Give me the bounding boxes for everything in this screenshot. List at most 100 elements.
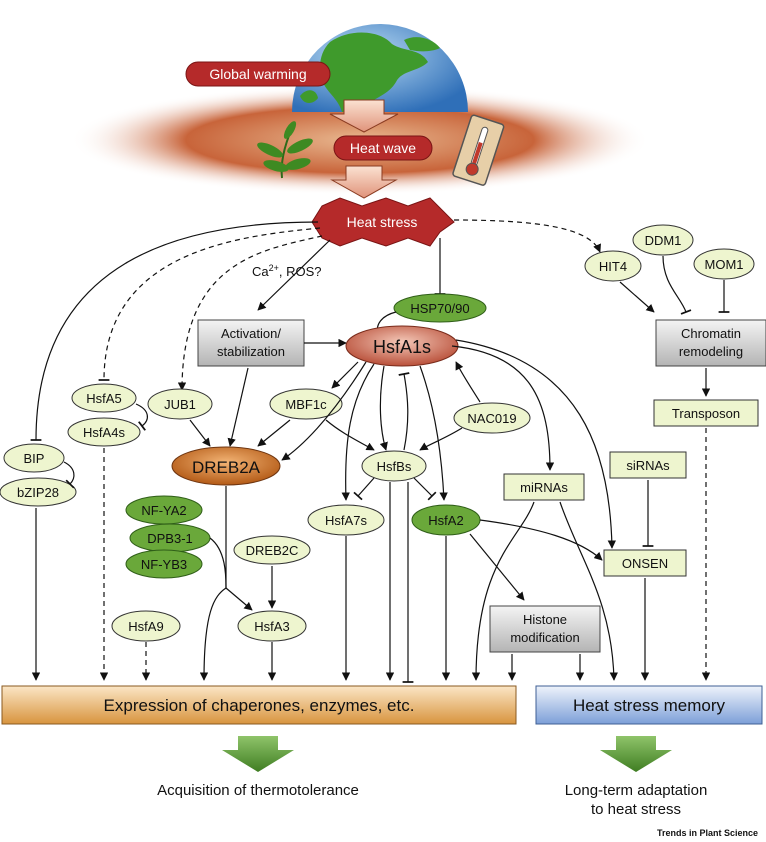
green-down-arrow-icon (600, 736, 672, 772)
edge-mbf1c-dreb2a (257, 419, 291, 447)
edge-heatstress-dreb2a (177, 235, 323, 391)
dpb3-1-node: DPB3-1 (129, 523, 211, 553)
edge-hsfa1s-mbf1c (331, 361, 359, 389)
svg-text:HsfA3: HsfA3 (254, 619, 289, 634)
bip-node: BIP (3, 443, 65, 473)
signals-label: Ca2+, ROS? (252, 263, 322, 279)
ddm1-node: DDM1 (632, 224, 694, 256)
hsfa1s-node: HsfA1s (345, 325, 459, 367)
svg-text:HsfA5: HsfA5 (86, 391, 121, 406)
svg-text:ONSEN: ONSEN (622, 556, 668, 571)
svg-text:HsfA7s: HsfA7s (325, 513, 367, 528)
edge-hsfa5-hsfa4s (135, 403, 148, 431)
svg-text:NF-YA2: NF-YA2 (141, 503, 186, 518)
edge-hit4-chromatin (619, 281, 655, 313)
svg-text:HsfA2: HsfA2 (428, 513, 463, 528)
edge-hsfa1s-onsen (455, 339, 617, 549)
svg-text:Heat wave: Heat wave (350, 140, 416, 156)
hsfbs-node: HsfBs (361, 450, 427, 482)
histone-modification-box: Histone modification (489, 605, 601, 653)
edge-hsfa1s-hsfa7s (341, 363, 375, 501)
hsfa7s-node: HsfA7s (307, 504, 385, 536)
svg-text:HSP70/90: HSP70/90 (410, 301, 469, 316)
hsfa2-node: HsfA2 (411, 504, 481, 536)
edge-hsfa1s-hsfa2 (419, 365, 448, 501)
edge-dreb2a-hsfa3 (225, 587, 253, 611)
svg-text:HsfA9: HsfA9 (128, 619, 163, 634)
hsfa3-node: HsfA3 (237, 610, 307, 642)
sirnas-box: siRNAs (609, 451, 687, 479)
green-down-arrow-icon (222, 736, 294, 772)
svg-text:Global warming: Global warming (209, 66, 306, 82)
adaptation-label-line1: Long-term adaptation (565, 782, 708, 799)
edge-hsfa1s-dreb2a (281, 361, 367, 461)
svg-text:DREB2C: DREB2C (246, 543, 299, 558)
svg-text:Transposon: Transposon (672, 406, 740, 421)
edge-hsfbs-hsfa1s (398, 372, 410, 451)
thermotolerance-label: Acquisition of thermotolerance (157, 782, 359, 799)
heat-wave-label: Heat wave (333, 135, 433, 161)
dreb2a-node: DREB2A (171, 446, 281, 486)
hsfa4s-node: HsfA4s (67, 417, 141, 447)
hit4-node: HIT4 (584, 250, 642, 282)
svg-text:MOM1: MOM1 (705, 257, 744, 272)
svg-text:BIP: BIP (24, 451, 45, 466)
svg-text:Heat stress: Heat stress (347, 214, 418, 230)
activation-stabilization-box: Activation/ stabilization (197, 319, 305, 367)
edge-hsfbs-hsfa7s (353, 477, 375, 501)
svg-text:Heat stress memory: Heat stress memory (573, 696, 726, 715)
hsfa5-node: HsfA5 (71, 383, 137, 413)
onsen-box: ONSEN (603, 549, 687, 577)
edge-dreb2a-expression (199, 587, 227, 681)
edge-nac019-hsfa1s (455, 361, 481, 403)
svg-text:DDM1: DDM1 (645, 233, 682, 248)
hsp70-90-node: HSP70/90 (393, 293, 487, 323)
edge-hsfa2-histone (469, 533, 525, 601)
plant-icon (257, 121, 313, 179)
thermometer-icon (452, 114, 505, 186)
edge-activation-dreb2a (227, 367, 249, 447)
jub1-node: JUB1 (147, 388, 213, 420)
globe-icon (292, 24, 468, 112)
nf-ya2-node: NF-YA2 (125, 495, 203, 525)
svg-text:Chromatin: Chromatin (681, 326, 741, 341)
adaptation-label-line2: to heat stress (591, 801, 681, 818)
svg-text:Expression of chaperones, enzy: Expression of chaperones, enzymes, etc. (104, 696, 415, 715)
edge-nfy-join (209, 537, 227, 589)
heat-stress-memory-bar: Heat stress memory (535, 685, 763, 725)
edge-ddm1-chromatin (662, 255, 692, 315)
svg-text:stabilization: stabilization (217, 344, 285, 359)
svg-text:miRNAs: miRNAs (520, 480, 568, 495)
global-warming-label: Global warming (185, 61, 331, 87)
mbf1c-node: MBF1c (269, 388, 343, 420)
hsfa9-node: HsfA9 (111, 610, 181, 642)
svg-text:NF-YB3: NF-YB3 (141, 557, 187, 572)
edge-hsfa2-onsen (479, 519, 603, 561)
dreb2c-node: DREB2C (233, 535, 311, 565)
journal-credit: Trends in Plant Science (657, 828, 758, 838)
mom1-node: MOM1 (693, 248, 755, 280)
svg-text:DREB2A: DREB2A (192, 458, 261, 477)
edge-nac019-hsfbs (419, 427, 463, 451)
mirnas-box: miRNAs (503, 473, 585, 501)
down-arrow-icon (329, 99, 399, 133)
nf-yb3-node: NF-YB3 (125, 549, 203, 579)
edge-mirnas-memory (559, 501, 619, 681)
expression-bar: Expression of chaperones, enzymes, etc. (1, 685, 517, 725)
svg-text:DPB3-1: DPB3-1 (147, 531, 193, 546)
chromatin-remodeling-box: Chromatin remodeling (655, 319, 766, 367)
svg-text:Activation/: Activation/ (221, 326, 281, 341)
svg-text:remodeling: remodeling (679, 344, 743, 359)
edge-hsfa1s-mirnas (451, 345, 555, 471)
edge-heatstress-activation (257, 239, 331, 311)
down-arrow-icon (330, 165, 398, 199)
edge-hsfa1s-hsfbs (379, 365, 388, 451)
svg-text:HIT4: HIT4 (599, 259, 627, 274)
svg-text:HsfA1s: HsfA1s (373, 337, 431, 357)
nac019-node: NAC019 (453, 402, 531, 434)
edge-bip-bzip28 (63, 461, 75, 489)
svg-text:NAC019: NAC019 (467, 411, 516, 426)
svg-text:HsfBs: HsfBs (377, 459, 412, 474)
